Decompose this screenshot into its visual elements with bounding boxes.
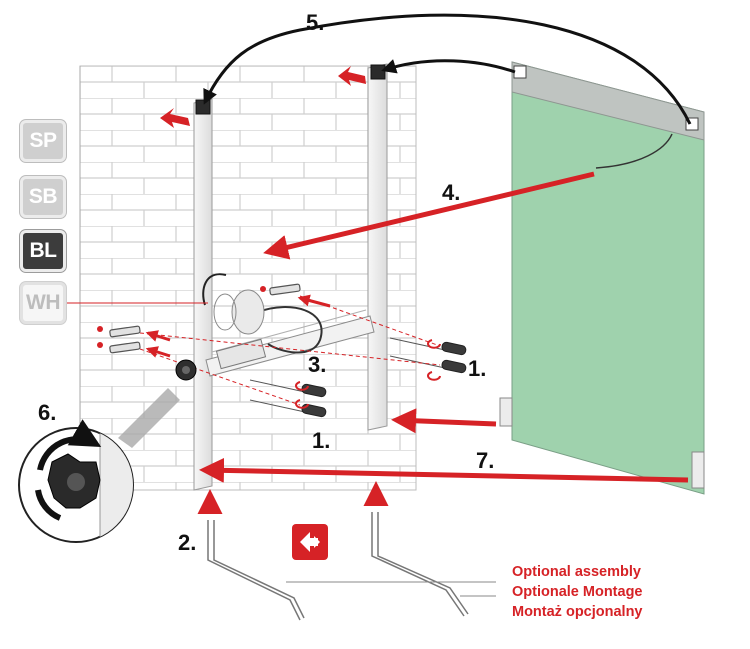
badge-sp: SP <box>20 120 66 162</box>
step-4: 4. <box>442 180 461 205</box>
step-6: 6. <box>38 400 57 425</box>
optional-feet <box>207 512 496 621</box>
badge-sb: SB <box>20 176 66 218</box>
step-1-bottom: 1. <box>312 428 331 453</box>
step-7: 7. <box>476 448 495 473</box>
optional-assembly-icon <box>292 524 328 560</box>
badge-wh: WH <box>20 282 66 324</box>
adjust-knob <box>175 359 197 381</box>
step-2: 2. <box>178 530 197 555</box>
step-5: 5. <box>306 10 325 35</box>
step-1-right: 1. <box>468 356 487 381</box>
dashed-guides <box>139 295 441 406</box>
rotate-arrow <box>37 419 102 471</box>
plug-arrows <box>145 294 331 358</box>
arrow-7 <box>199 457 689 483</box>
cross-brace <box>205 306 375 377</box>
junction-disc <box>202 273 265 335</box>
assembly-arrows <box>197 171 689 514</box>
top-red-arrows <box>160 66 366 128</box>
wall-plugs <box>97 283 301 354</box>
hook-arrows <box>203 13 692 125</box>
cable <box>257 306 323 354</box>
zoom-detail <box>18 388 180 543</box>
right-rail <box>367 63 388 431</box>
power-supply-box <box>215 338 267 370</box>
arrow-4 <box>263 171 595 260</box>
arrow-right-bracket <box>391 408 497 434</box>
green-panel <box>499 61 705 495</box>
optional-assembly-de: Optionale Montage <box>512 584 643 600</box>
step-3: 3. <box>308 352 327 377</box>
optional-assembly-en: Optional assembly <box>512 564 641 580</box>
optional-assembly-pl: Montaż opcjonalny <box>512 604 643 620</box>
badge-bl: BL <box>20 230 66 272</box>
screwdrivers <box>249 337 467 418</box>
